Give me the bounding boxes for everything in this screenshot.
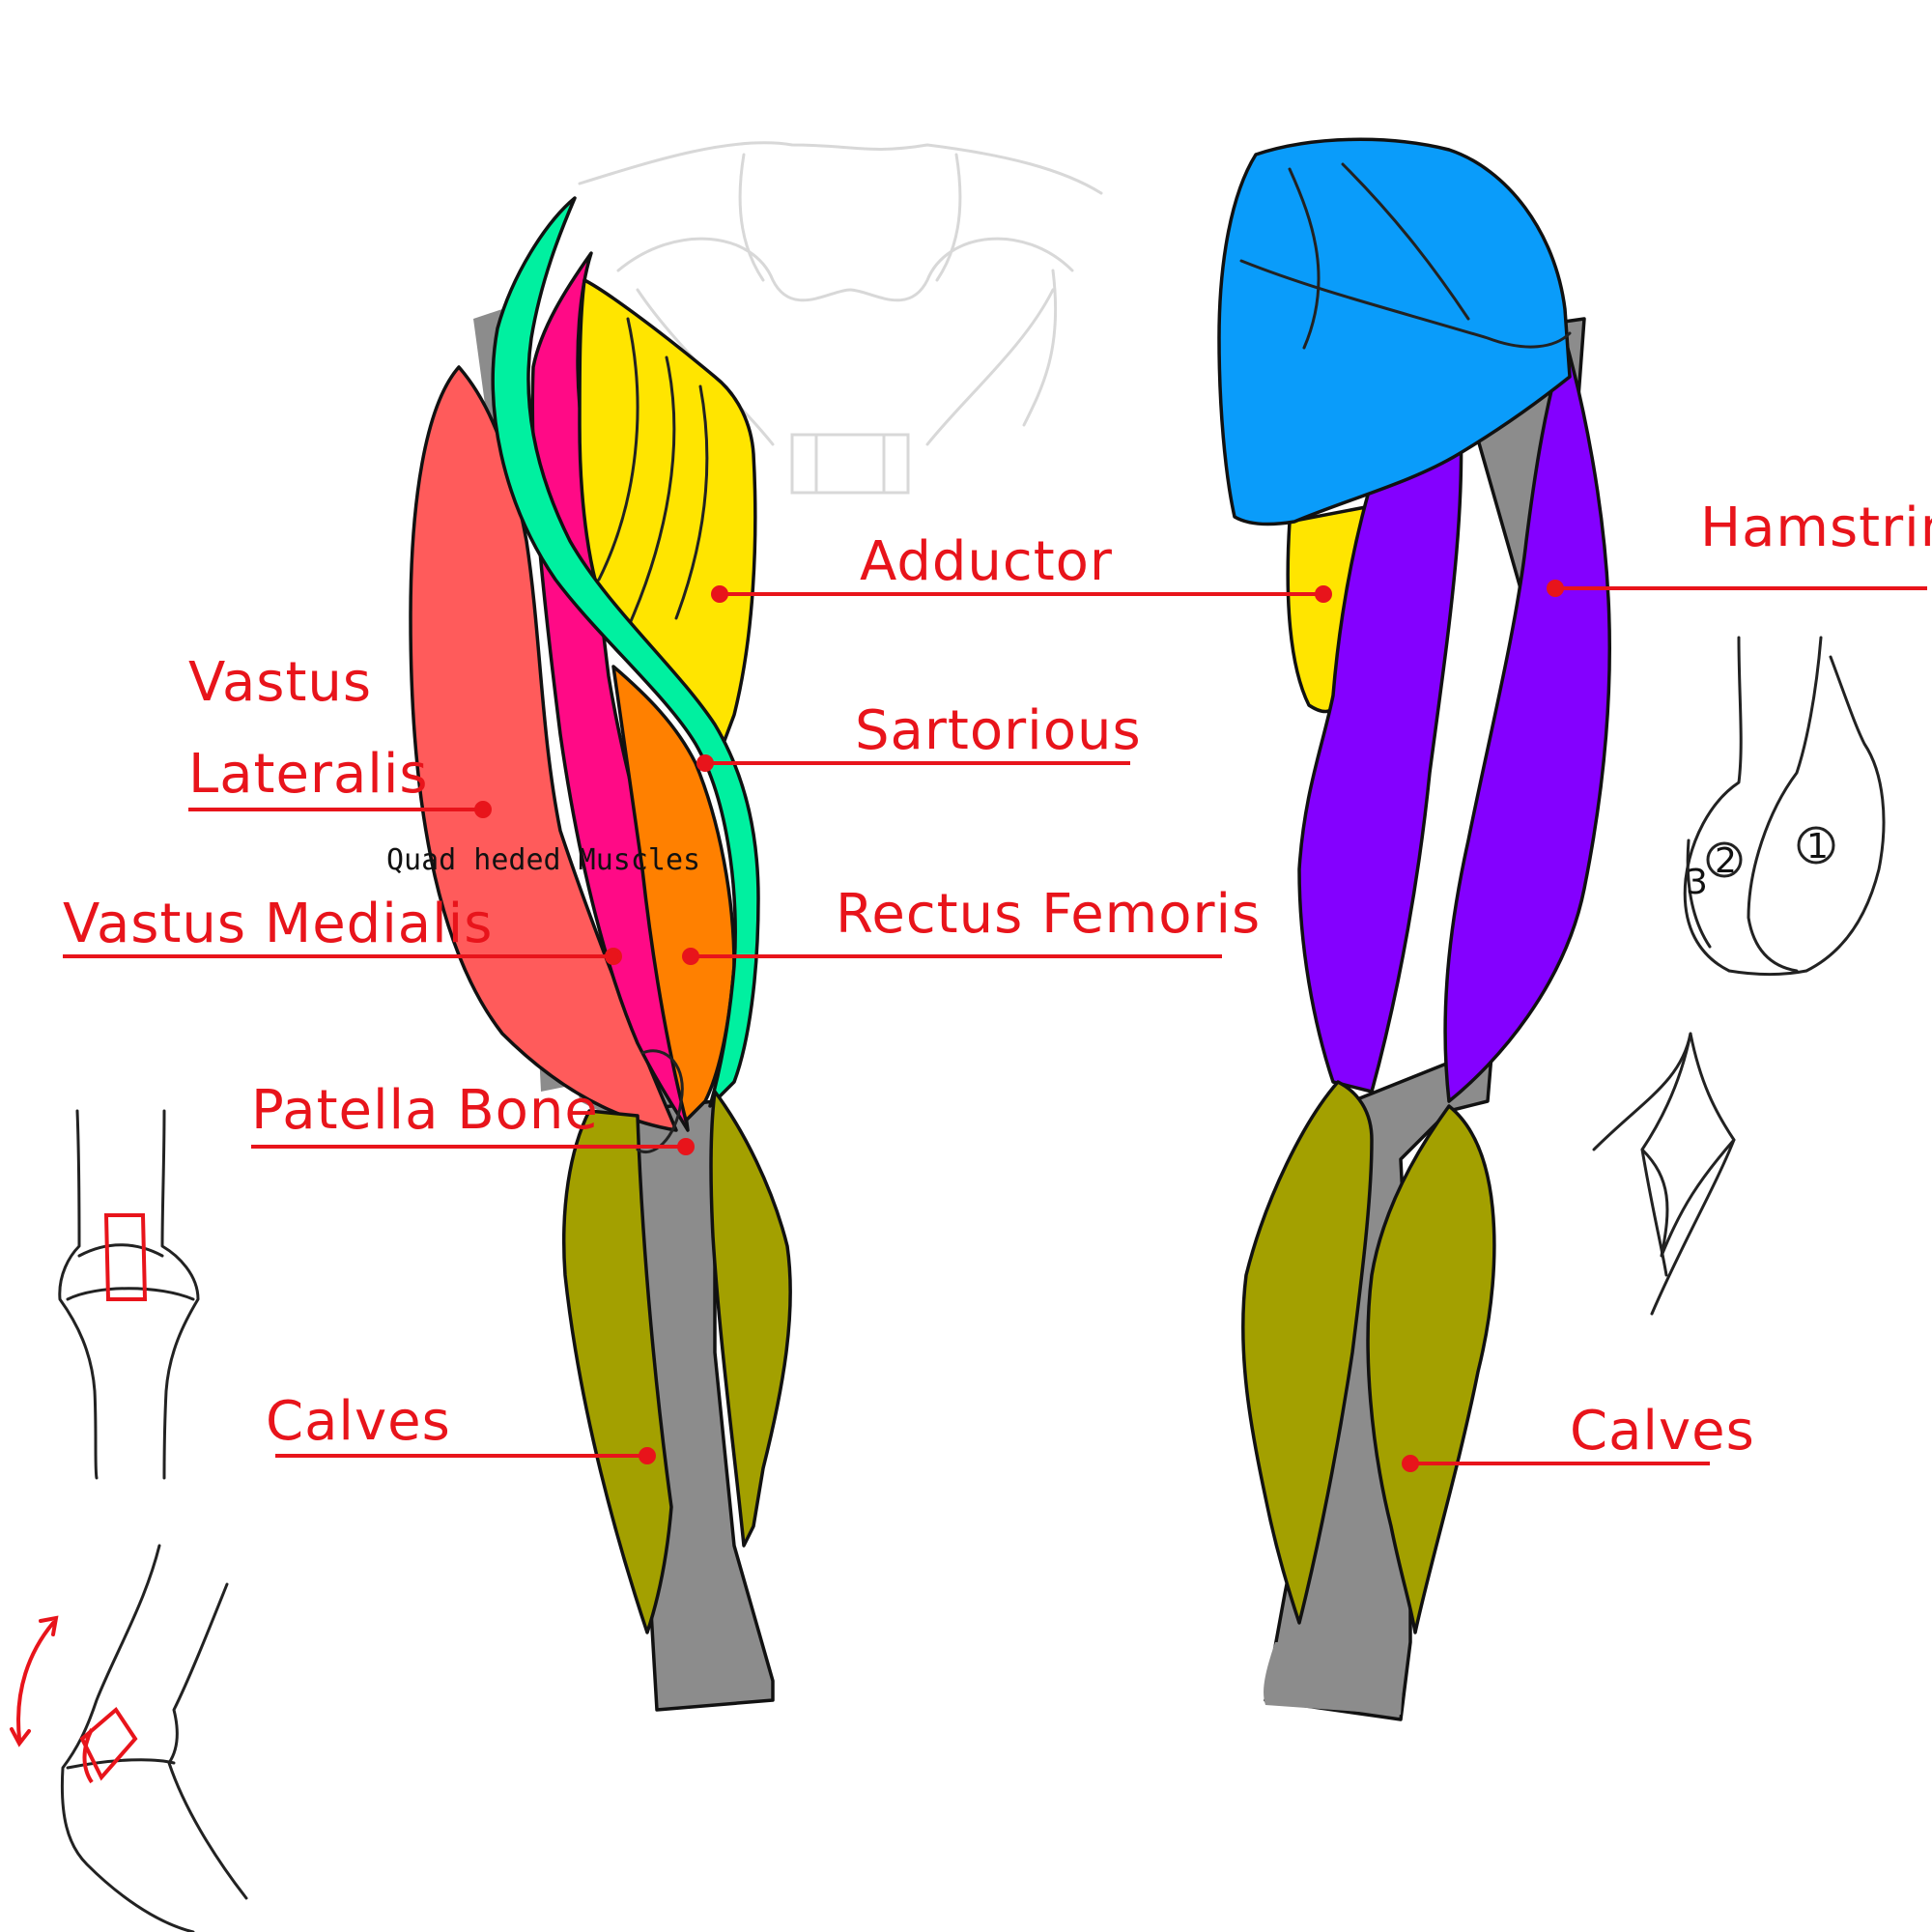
calf-number-3: 3 xyxy=(1686,863,1708,902)
label-sartorius: Sartorious xyxy=(855,699,1142,762)
calf-number-2: 2 xyxy=(1715,841,1737,881)
leader-lines xyxy=(63,580,1927,1472)
glute-shape xyxy=(1217,137,1572,526)
calf-front-right-shape xyxy=(709,1090,792,1548)
diamond-sketch xyxy=(1592,1032,1736,1316)
hamstring-right-shape xyxy=(1443,336,1612,1103)
labels: Adductor Sartorious Vastus Lateralis Vas… xyxy=(63,497,1932,1463)
label-calves-front: Calves xyxy=(266,1390,451,1453)
knee-front-sketch xyxy=(58,1109,200,1480)
label-adductor: Adductor xyxy=(860,530,1113,593)
label-calves-back: Calves xyxy=(1570,1400,1755,1463)
pelvis-sketch xyxy=(578,141,1103,495)
label-rectus-femoris: Rectus Femoris xyxy=(836,883,1261,946)
calf-back-sketch: 1 2 3 xyxy=(1683,636,1886,977)
label-vastus-lateralis-1: Vastus xyxy=(188,651,372,714)
back-leg xyxy=(1217,137,1612,1721)
label-patella-bone: Patella Bone xyxy=(251,1079,599,1142)
hamstring-shape xyxy=(1297,365,1463,1094)
knee-bent-sketch xyxy=(10,1544,248,1932)
rectus-femoris-shape xyxy=(611,665,736,1122)
label-vastus-lateralis-2: Lateralis xyxy=(188,743,429,806)
calf-front-left-shape xyxy=(562,1109,673,1634)
vastus-lateralis-shape xyxy=(409,365,678,1132)
calf-back-right-shape xyxy=(1366,1104,1496,1634)
calf-number-1: 1 xyxy=(1806,827,1829,867)
sartorius-shape xyxy=(491,196,760,1108)
label-hamstring: Hamstring xyxy=(1700,497,1932,559)
label-vastus-medialis: Vastus Medialis xyxy=(63,893,493,955)
note-quad-muscles: Quad heded Muscles xyxy=(386,843,700,877)
calf-back-left-shape xyxy=(1241,1080,1374,1625)
